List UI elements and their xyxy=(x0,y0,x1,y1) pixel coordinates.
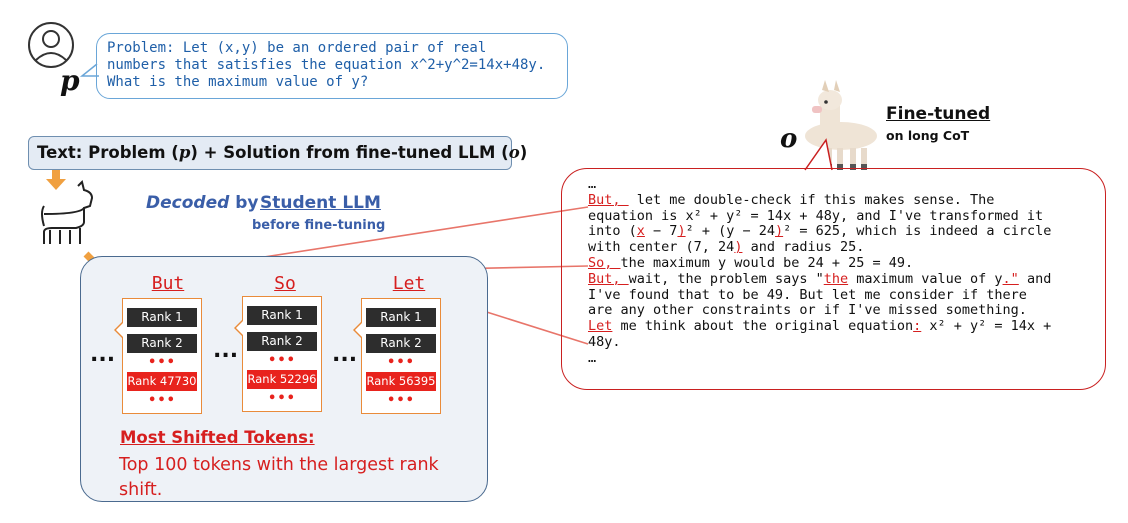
solution-bubble-tail xyxy=(804,138,833,171)
problem-speaker-label: p xyxy=(60,64,80,97)
solution-bubble: … But, let me double-check if this makes… xyxy=(561,168,1106,390)
solution-line: into (x − 7)² + (y − 24)² = 625, which i… xyxy=(588,223,1105,240)
fine-tuned-subtitle: on long CoT xyxy=(886,128,970,143)
rank-item: Rank 1 xyxy=(247,306,317,325)
solution-line: equation is x² + y² = 14x + 48y, and I'v… xyxy=(588,207,1044,224)
shifted-rank: Rank 56395 xyxy=(366,372,436,391)
problem-bubble: Problem: Let (x,y) be an ordered pair of… xyxy=(96,33,568,99)
most-shifted-description: Top 100 tokens with the largest rank shi… xyxy=(119,455,439,500)
decoded-word: Decoded xyxy=(146,193,230,213)
rank-ellipsis: ••• xyxy=(387,393,415,408)
token-label-but: But xyxy=(151,273,185,294)
rank-item: Rank 2 xyxy=(247,332,317,351)
rank-ellipsis: ••• xyxy=(268,391,296,406)
solution-text: x² + y² = 14x + xyxy=(921,318,1052,335)
highlight-token: ) xyxy=(677,223,686,240)
solution-line: So, the maximum y would be 24 + 25 = 49. xyxy=(588,254,1105,272)
highlight-token: x xyxy=(636,223,645,240)
text-box-p: p xyxy=(178,143,191,162)
solution-text: the maximum y would be 24 + 25 = 49. xyxy=(620,254,914,271)
solution-line: 48y. xyxy=(588,333,621,350)
solution-text: and xyxy=(1018,270,1052,287)
ellipsis-mid-1: ... xyxy=(213,338,239,363)
token-label-let: Let xyxy=(392,273,426,294)
student-llm-label: Student LLM xyxy=(260,193,381,213)
solution-line: I've found that to be 49. But let me con… xyxy=(588,286,1027,303)
solution-line: But, let me double-check if this makes s… xyxy=(588,191,1105,209)
solution-text: maximum value of y xyxy=(848,270,1003,287)
llama-outline-icon xyxy=(41,180,94,244)
ellipsis-mid-2: ... xyxy=(332,342,358,367)
solution-text: and radius 25. xyxy=(742,239,865,256)
by-word: by xyxy=(235,193,259,213)
rank-ellipsis: ••• xyxy=(148,355,176,370)
most-shifted-title: Most Shifted Tokens: xyxy=(120,428,315,447)
solution-text: wait, the problem says " xyxy=(628,270,824,287)
rank-column-but: Rank 1 Rank 2 ••• Rank 47730 ••• xyxy=(114,298,202,414)
highlight-token: the xyxy=(823,270,849,287)
solution-line: … xyxy=(588,176,597,192)
rank-column-so: Rank 1 Rank 2 ••• Rank 52296 ••• xyxy=(234,296,322,412)
rank-column-let: Rank 1 Rank 2 ••• Rank 56395 ••• xyxy=(353,298,441,414)
text-box-prefix: Text: Problem ( xyxy=(37,143,179,162)
rank-ellipsis: ••• xyxy=(268,353,296,368)
solution-line: … xyxy=(588,349,597,366)
solution-text: let me double-check if this makes sense.… xyxy=(628,191,995,208)
highlight-token: But, xyxy=(588,191,629,208)
highlight-token: ) xyxy=(774,223,784,240)
decoded-by-label: Decoded by xyxy=(146,193,258,213)
ellipsis-left: ... xyxy=(90,342,116,367)
problem-bubble-tail xyxy=(79,63,99,77)
down-arrow-icon xyxy=(46,170,66,190)
highlight-token: ." xyxy=(1002,270,1019,287)
solution-text: ² + (y − 24 xyxy=(685,223,775,240)
highlight-token: But, xyxy=(588,270,629,287)
shifted-rank: Rank 52296 xyxy=(247,370,317,389)
token-label-so: So xyxy=(274,273,296,294)
rank-item: Rank 2 xyxy=(366,334,436,353)
highlight-token: ) xyxy=(734,239,743,256)
rank-item: Rank 1 xyxy=(127,308,197,327)
shifted-rank: Rank 47730 xyxy=(127,372,197,391)
solution-line: with center (7, 24) and radius 25. xyxy=(588,239,1105,256)
solution-line: are any other constraints or if I've mis… xyxy=(588,302,1027,319)
rank-ellipsis: ••• xyxy=(387,355,415,370)
solution-text: into ( xyxy=(588,223,637,240)
solution-text: me think about the original equation xyxy=(612,318,914,335)
rank-item: Rank 2 xyxy=(127,334,197,353)
rank-item: Rank 1 xyxy=(366,308,436,327)
solution-line: Let me think about the original equation… xyxy=(588,318,1105,335)
student-llm-sublabel: before fine-tuning xyxy=(252,218,386,233)
highlight-token: : xyxy=(913,318,922,335)
solution-text: with center (7, 24 xyxy=(588,239,735,256)
user-icon xyxy=(28,22,74,68)
text-box-suffix: ) xyxy=(519,143,528,162)
text-box-o: o xyxy=(508,143,520,162)
solution-line: But, wait, the problem says "the maximum… xyxy=(588,270,1105,288)
rank-ellipsis: ••• xyxy=(148,393,176,408)
text-box-middle: ) + Solution from fine-tuned LLM ( xyxy=(190,143,509,162)
highlight-token: So, xyxy=(588,254,621,271)
highlight-token: Let xyxy=(588,318,613,335)
input-text-box: Text: Problem (p) + Solution from fine-t… xyxy=(28,136,527,170)
solution-text: ² = 625, which is indeed a circle xyxy=(783,223,1052,240)
fine-tuned-title: Fine-tuned xyxy=(886,104,991,124)
output-symbol: o xyxy=(780,124,798,154)
solution-text: − 7 xyxy=(644,223,678,240)
